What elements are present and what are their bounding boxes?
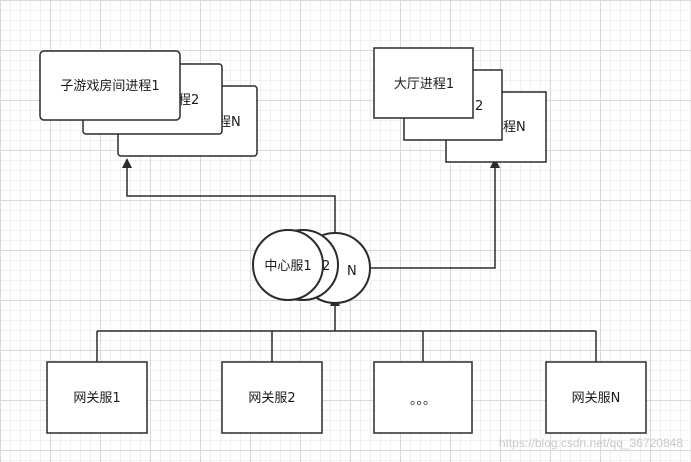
- center-server-stack: N 2 中心服1: [252, 229, 371, 304]
- center-server-1-circle: [252, 229, 324, 301]
- lobby-process-n-label: 程N: [503, 120, 526, 135]
- gateway-3-label: 。。。: [410, 393, 436, 408]
- arrowhead-to-room: [122, 158, 132, 168]
- center-to-room-arrow: [126, 168, 336, 232]
- lobby-process-stack: 程N 2 大厅进程1: [373, 47, 547, 163]
- lobby-process-2-label: 2: [475, 99, 483, 114]
- lobby-process-1-label: 大厅进程1: [394, 77, 454, 92]
- room-process-1-label: 子游戏房间进程1: [60, 78, 159, 94]
- gateway-row: 网关服1 网关服2 。。。 网关服N: [46, 361, 647, 434]
- connectors: [96, 168, 597, 362]
- gateway-1-box: [46, 361, 148, 434]
- watermark: https://blog.csdn.net/qq_36720848: [499, 436, 683, 450]
- center-to-lobby-arrow: [370, 168, 496, 269]
- gateway-2-label: 网关服2: [248, 391, 295, 406]
- room-process-1-box: [39, 50, 181, 121]
- center-server-1-label: 中心服1: [264, 259, 311, 274]
- gateway-3-box: [373, 361, 473, 434]
- arrowhead-to-lobby: [490, 158, 500, 168]
- gateway-1-label: 网关服1: [73, 391, 120, 406]
- room-process-stack: 程N 程2 子游戏房间进程1: [39, 50, 258, 157]
- gateway-n-label: 网关服N: [572, 391, 621, 406]
- center-server-n-label: N: [347, 264, 357, 279]
- gateway-n-box: [545, 361, 647, 434]
- room-process-n-label: 程N: [218, 115, 241, 130]
- lobby-process-1-box: [373, 47, 474, 119]
- room-process-2-label: 程2: [178, 93, 199, 108]
- center-server-2-label: 2: [322, 259, 330, 274]
- gateway-2-box: [221, 361, 323, 434]
